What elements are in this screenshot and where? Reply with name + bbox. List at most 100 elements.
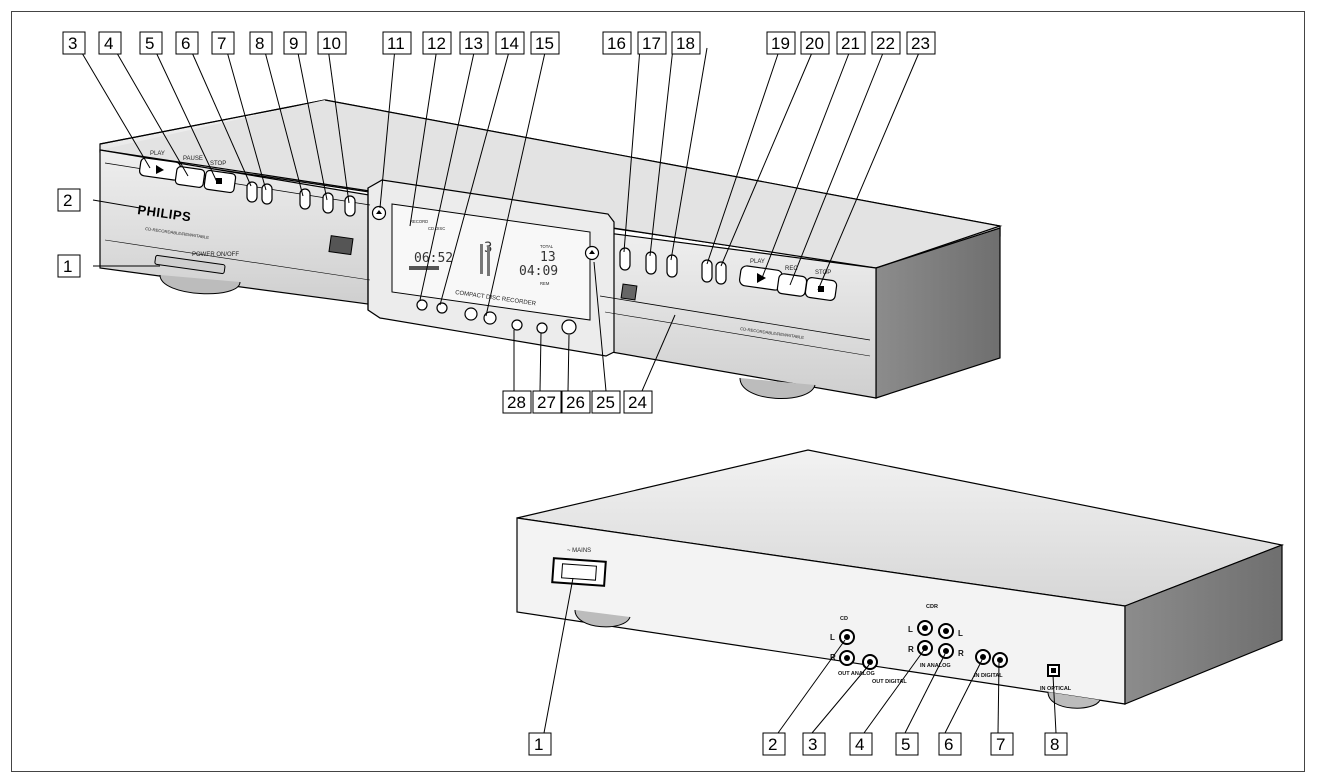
- svg-text:4: 4: [104, 34, 113, 53]
- rear-unit: ~ MAINS CD L R OUT ANALOG OUT DIGITAL CD…: [516, 449, 1285, 709]
- rear-callout-8: 8: [1044, 732, 1068, 756]
- svg-text:2: 2: [63, 191, 72, 210]
- rear-callout-3: 3: [802, 732, 826, 756]
- analog-out-jacks: CD L R OUT ANALOG OUT DIGITAL: [830, 616, 907, 685]
- finalize-button[interactable]: [561, 319, 577, 335]
- svg-text:24: 24: [628, 393, 647, 412]
- front-callouts-top: [78, 47, 922, 392]
- svg-text:22: 22: [876, 34, 895, 53]
- play-icon-left: [156, 165, 164, 174]
- right-button-16[interactable]: [619, 247, 631, 271]
- callout-27: 27: [532, 390, 562, 414]
- next-button-left[interactable]: [261, 183, 273, 205]
- svg-text:5: 5: [145, 34, 154, 53]
- play-right-label: PLAY: [750, 259, 765, 265]
- analog-in-l-label: L: [908, 625, 913, 634]
- mains-socket[interactable]: [551, 557, 607, 587]
- power-switch[interactable]: [154, 254, 226, 275]
- callout-15: 15: [530, 31, 560, 55]
- callout-12: 12: [422, 31, 452, 55]
- callout-22: 22: [871, 31, 901, 55]
- callout-16: 16: [602, 31, 632, 55]
- rear-callout-6: 6: [938, 732, 962, 756]
- callout-25: 25: [591, 390, 621, 414]
- shuffle-button[interactable]: [344, 195, 356, 217]
- svg-text:8: 8: [255, 34, 264, 53]
- callout-28: 28: [502, 390, 532, 414]
- cdr-label: CDR: [926, 604, 938, 610]
- lcd-label-cd-disc: CD DISC: [428, 226, 445, 231]
- svg-text:1: 1: [63, 257, 72, 276]
- svg-text:12: 12: [427, 34, 446, 53]
- analog-out2-r-label: R: [958, 649, 964, 658]
- rear-callout-lines: [543, 577, 1057, 734]
- svg-text:20: 20: [805, 34, 824, 53]
- callout-14: 14: [495, 31, 525, 55]
- minus-button[interactable]: [464, 307, 478, 321]
- rec-type-button[interactable]: [416, 299, 428, 311]
- display-panel-buttons: [416, 299, 577, 335]
- rear-callout-boxes: 1 2 3 4 5 6 7 8: [528, 732, 1068, 756]
- svg-text:18: 18: [676, 34, 695, 53]
- prev-button-right[interactable]: [701, 259, 713, 283]
- eject-icon-left: [376, 210, 382, 214]
- svg-text:19: 19: [771, 34, 790, 53]
- front-callout-boxes: 3 4 5 6 7 8 9 10 11 12 13 14 15 16 17 18…: [57, 31, 936, 414]
- rear-callout-2: 2: [762, 732, 786, 756]
- svg-text:6: 6: [181, 34, 190, 53]
- erase-button[interactable]: [511, 319, 523, 331]
- front-unit: POWER ON/OFF PHILIPS CD-RECORDABLE/REWRI…: [99, 99, 1003, 400]
- next-button-right[interactable]: [715, 261, 727, 285]
- svg-text:27: 27: [537, 393, 556, 412]
- stop-icon-left: [216, 178, 222, 184]
- svg-text:26: 26: [566, 393, 585, 412]
- digital-io-jacks: IN DIGITAL: [974, 649, 1008, 679]
- right-button-18[interactable]: [666, 254, 678, 278]
- lcd-label-rem: REM: [540, 281, 550, 286]
- analog-out-l-label: L: [830, 633, 835, 642]
- cd-logo-right: [620, 283, 638, 301]
- svg-text:7: 7: [996, 735, 1005, 754]
- callout-18: 18: [671, 31, 701, 55]
- prev-button-left[interactable]: [246, 181, 258, 203]
- svg-text:21: 21: [841, 34, 860, 53]
- repeat-button[interactable]: [322, 192, 334, 214]
- svg-text:11: 11: [387, 34, 405, 53]
- svg-text:10: 10: [322, 34, 341, 53]
- display-button[interactable]: [536, 322, 548, 334]
- callout-10: 10: [317, 31, 347, 55]
- diagram-frame: [11, 11, 1305, 772]
- svg-text:7: 7: [217, 34, 226, 53]
- analog-in-r-label: R: [908, 645, 914, 654]
- callout-4: 4: [98, 31, 122, 55]
- svg-text:5: 5: [901, 735, 910, 754]
- callout-8: 8: [249, 31, 273, 55]
- callout-5: 5: [139, 31, 163, 55]
- svg-text:8: 8: [1050, 735, 1059, 754]
- pause-button-left[interactable]: [174, 166, 206, 188]
- rear-callout-5: 5: [895, 732, 919, 756]
- stop-right-label: STOP: [815, 270, 831, 276]
- right-button-17[interactable]: [645, 251, 657, 275]
- rear-callout-1: 1: [528, 732, 552, 756]
- optical-label: IN OPTICAL: [1040, 686, 1072, 692]
- callout-9: 9: [283, 31, 307, 55]
- rec-label: REC: [785, 266, 798, 272]
- scroll-button[interactable]: [436, 302, 448, 314]
- callout-21: 21: [836, 31, 866, 55]
- out-digital-label: OUT DIGITAL: [872, 679, 907, 685]
- svg-text:2: 2: [768, 735, 777, 754]
- svg-text:1: 1: [534, 735, 543, 754]
- analog-io-jacks: CDR L L R R IN ANALOG: [908, 604, 964, 669]
- callout-23: 23: [906, 31, 936, 55]
- record-button-right[interactable]: [776, 273, 808, 297]
- brand-logo: PHILIPS: [137, 202, 193, 224]
- plus-button[interactable]: [483, 311, 497, 325]
- in-analog-label: IN ANALOG: [920, 663, 951, 669]
- callout-13: 13: [459, 31, 489, 55]
- svg-text:25: 25: [596, 393, 615, 412]
- callout-11: 11: [382, 31, 412, 55]
- pause-label: PAUSE: [183, 156, 203, 162]
- svg-text:23: 23: [911, 34, 930, 53]
